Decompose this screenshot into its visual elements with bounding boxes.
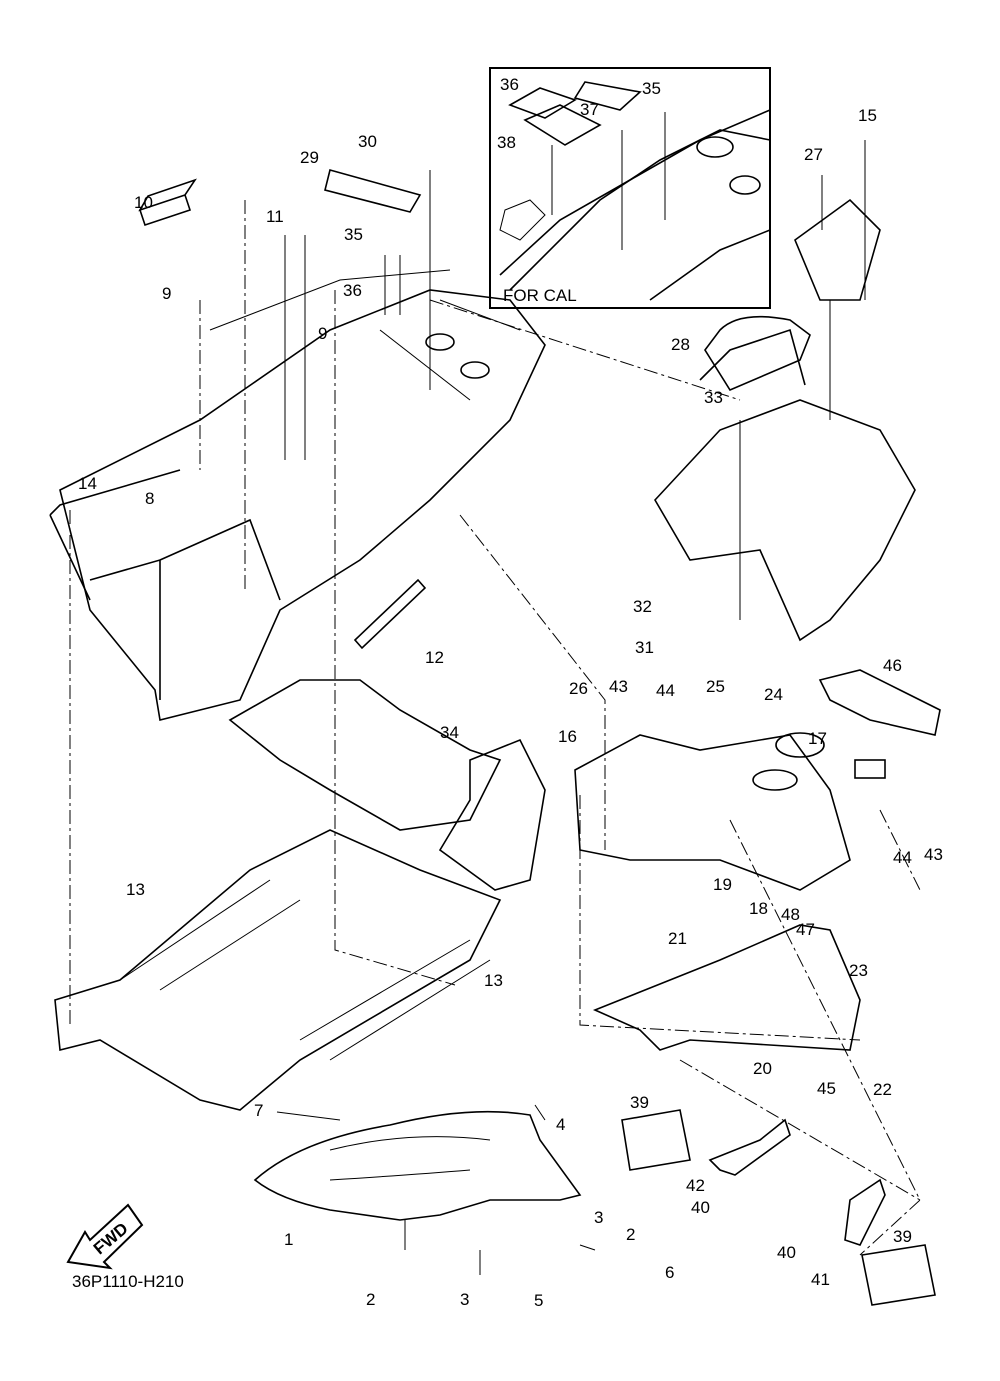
part-number-label: 2	[366, 1290, 375, 1309]
part-number-label: 39	[893, 1227, 912, 1246]
part-number-label: 17	[808, 729, 827, 748]
part-29-bracket	[324, 169, 422, 213]
part-number-label: 36	[343, 281, 362, 300]
inset-caption: FOR CAL	[503, 286, 577, 305]
part-number-label: 13	[484, 971, 503, 990]
battery-band-10	[138, 178, 197, 227]
part-number-label: 6	[665, 1263, 674, 1282]
front-fender	[253, 1110, 582, 1221]
part-number-label: 16	[558, 727, 577, 746]
part-number-label: 47	[796, 920, 815, 939]
frame-assembly-right	[654, 198, 916, 642]
part-number-label: 8	[145, 489, 154, 508]
reflector-39-right	[861, 1244, 936, 1306]
inset-frame	[489, 67, 771, 309]
part-number-label: 27	[804, 145, 823, 164]
diagram-code: 36P1110-H210	[72, 1272, 184, 1291]
part-number-label: 5	[534, 1291, 543, 1310]
reflector-parts	[621, 1109, 936, 1306]
part-24-cap	[775, 732, 825, 758]
part-number-label: 20	[753, 1059, 772, 1078]
part-number-label: 13	[126, 880, 145, 899]
part-number-label: 25	[706, 677, 725, 696]
part-number-label: 22	[873, 1080, 892, 1099]
leader-lines	[69, 140, 921, 1275]
part-number-label: 32	[633, 597, 652, 616]
part-number-label: 45	[817, 1079, 836, 1098]
part-number-label: 9	[318, 324, 327, 343]
part-17-light	[854, 759, 886, 779]
part-number-label: 23	[849, 961, 868, 980]
part-number-label: 44	[656, 681, 675, 700]
part-number-label: 10	[134, 193, 153, 212]
part-number-label: 40	[777, 1243, 796, 1262]
part-number-label: 3	[594, 1208, 603, 1227]
part-number-label: 9	[162, 284, 171, 303]
part-number-label: 35	[344, 225, 363, 244]
part-number-label: 12	[425, 648, 444, 667]
part-number-label: 15	[858, 106, 877, 125]
part-number-label: 41	[811, 1270, 830, 1289]
part-28-bracket	[704, 315, 811, 392]
part-number-label: 43	[924, 845, 943, 864]
part-number-label: 21	[668, 929, 687, 948]
part-number-label: 38	[497, 133, 516, 152]
part-12-strip	[353, 578, 427, 650]
inset-drawing	[499, 81, 771, 301]
part-number-label: 11	[266, 207, 284, 226]
part-number-label: 2	[626, 1225, 635, 1244]
frame-assembly-left	[54, 679, 502, 1111]
part-number-label: 35	[642, 79, 661, 98]
part-number-label: 7	[254, 1101, 263, 1120]
part-number-label: 19	[713, 875, 732, 894]
part-number-label: 33	[704, 388, 723, 407]
part-number-label: 26	[569, 679, 588, 698]
part-20-bracket	[592, 924, 861, 1051]
fwd-arrow-icon: FWD	[66, 1203, 144, 1270]
part-number-label: 34	[440, 723, 459, 742]
part-number-label: 46	[883, 656, 902, 675]
rear-fender-assembly	[49, 269, 546, 721]
license-plate-housing-34	[438, 738, 546, 891]
part-number-label: 3	[460, 1290, 469, 1309]
bracket-42	[708, 1118, 791, 1176]
bracket-41	[844, 1178, 886, 1246]
part-number-label: 29	[300, 148, 319, 167]
part-15-bracket	[794, 198, 881, 301]
part-number-label: 48	[781, 905, 800, 924]
part-number-label: 43	[609, 677, 628, 696]
part-number-label: 30	[358, 132, 377, 151]
part-number-label: 4	[556, 1115, 565, 1134]
reflector-39-left	[621, 1109, 691, 1171]
part-number-label: 39	[630, 1093, 649, 1112]
part-number-label: 18	[749, 899, 768, 918]
tail-light-assembly	[574, 669, 941, 1051]
part-number-label: 31	[635, 638, 654, 657]
part-number-label: 14	[78, 474, 97, 493]
part-number-label: 42	[686, 1176, 705, 1195]
part-number-label: 37	[580, 100, 599, 119]
part-number-label: 36	[500, 75, 519, 94]
part-number-label: 44	[893, 848, 912, 867]
part-number-label: 1	[284, 1230, 293, 1249]
part-number-label: 28	[671, 335, 690, 354]
part-number-label: 24	[764, 685, 783, 704]
part-number-label: 40	[691, 1198, 710, 1217]
part-46-bracket	[818, 669, 941, 736]
